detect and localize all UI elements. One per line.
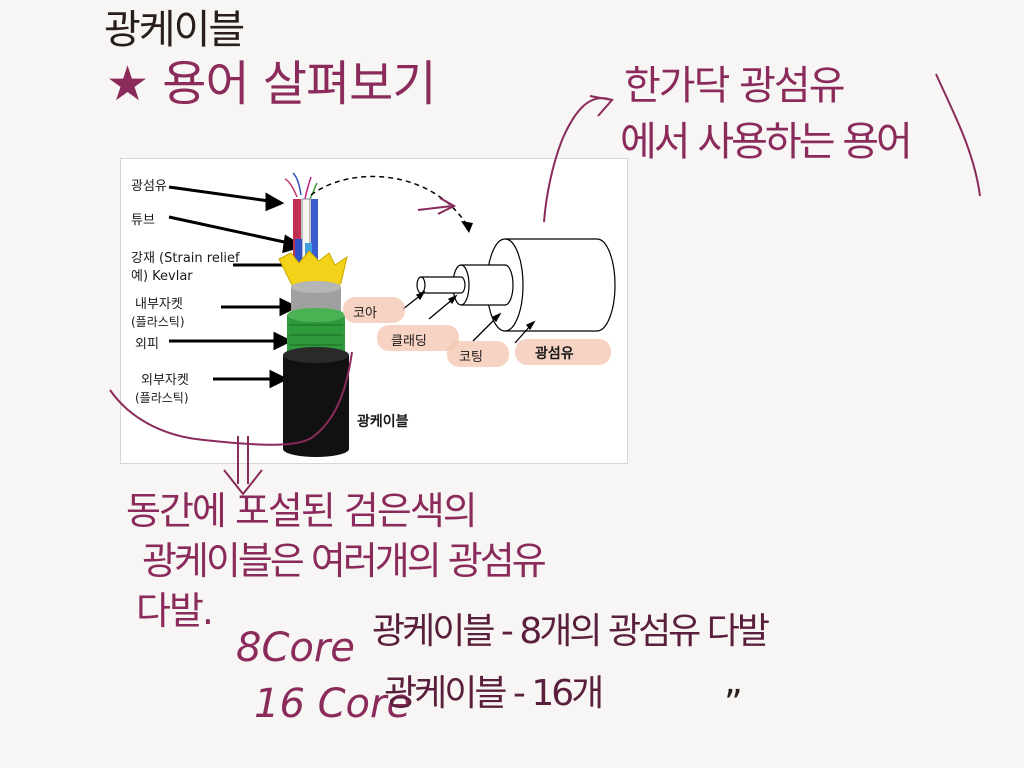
label-strength-example: 예) Kevlar	[131, 269, 193, 284]
core16-description: 광케이블 - 16개	[384, 673, 604, 714]
body-note-line-2: 광케이블은 여러개의 광섬유	[142, 539, 547, 583]
label-strength-member: 강재 (Strain relief	[131, 251, 240, 266]
label-tube: 튜브	[131, 213, 155, 228]
label-coating: 코팅	[459, 350, 483, 365]
label-cable: 광케이블	[357, 414, 409, 430]
label-outer-jacket-material: (플라스틱)	[135, 391, 189, 405]
cladding-label-highlight	[377, 325, 459, 351]
ditto-mark: ”	[724, 683, 743, 724]
cable-encircle-stroke	[109, 351, 353, 446]
label-inner-jacket: 내부자켓	[135, 297, 183, 312]
label-inner-jacket-material: (플라스틱)	[131, 315, 185, 329]
label-sheath: 외피	[135, 337, 159, 352]
down-arrow	[223, 436, 263, 496]
label-fiber: 광섬유	[131, 179, 167, 194]
label-cladding: 클래딩	[391, 334, 427, 349]
side-note-arrow	[543, 97, 613, 223]
note-title: 광케이블	[104, 7, 245, 53]
side-note-line-2: 에서 사용하는 용어	[620, 119, 913, 165]
single-fiber-label-highlight	[515, 339, 611, 365]
core8-description: 광케이블 - 8개의 광섬유 다발	[372, 611, 770, 652]
coating-label-highlight	[447, 341, 509, 367]
side-note-line-1: 한가닥 광섬유	[624, 63, 846, 109]
label-single-fiber: 광섬유	[535, 346, 574, 362]
core8-prefix: 8Core	[236, 625, 355, 671]
core-label-highlight	[343, 297, 405, 323]
label-outer-jacket: 외부자켓	[141, 373, 189, 388]
core16-prefix: 16 Core	[254, 681, 412, 727]
label-core: 코아	[353, 306, 377, 321]
fiber-cable-diagram: 광섬유 튜브 강재 (Strain relief 예) Kevlar 내부자켓 …	[120, 158, 628, 464]
note-subtitle: ★ 용어 살펴보기	[106, 56, 437, 112]
body-note-line-1: 동간에 포설된 검은색의	[126, 489, 478, 533]
cable-cross-section-drawing	[168, 172, 616, 457]
body-note-line-3: 다발.	[136, 589, 214, 633]
